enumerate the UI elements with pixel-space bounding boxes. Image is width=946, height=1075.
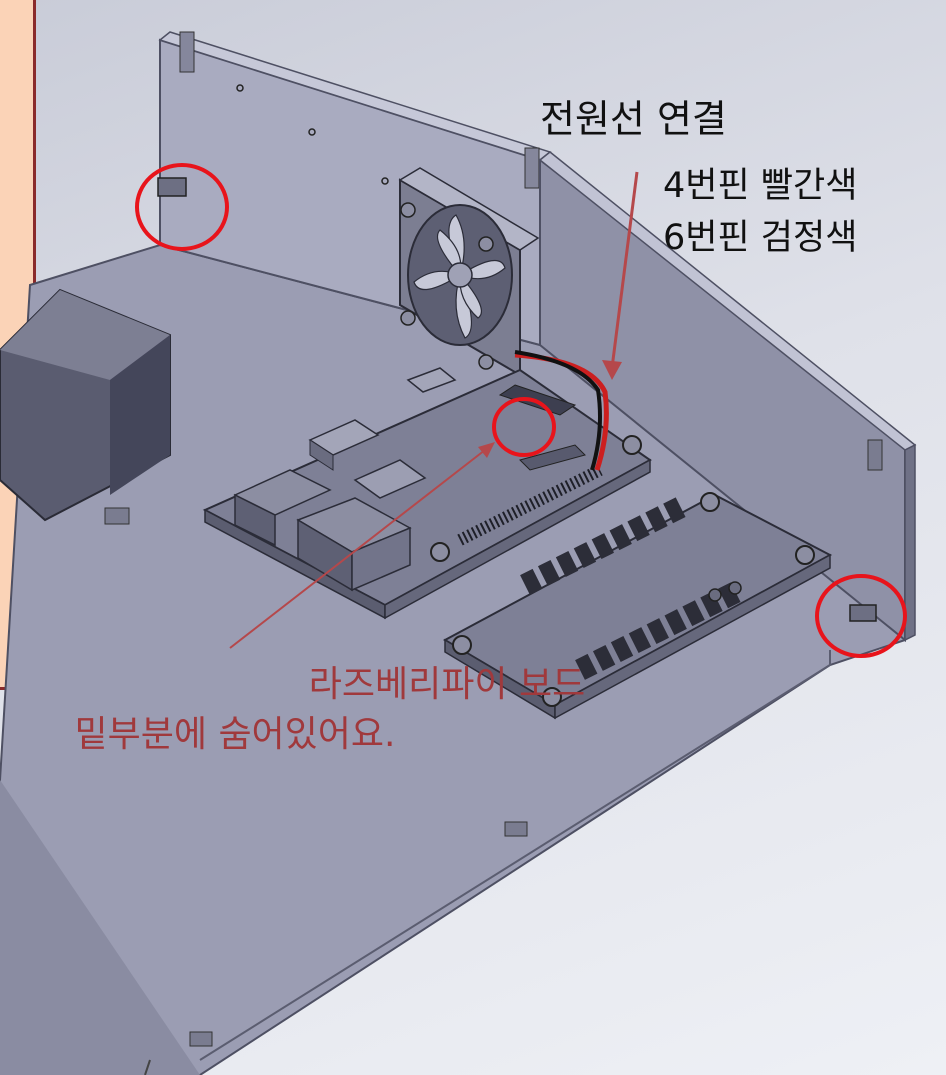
- motor-block: [0, 288, 171, 522]
- mount-clips: [157, 177, 877, 622]
- power-wires: [514, 350, 609, 471]
- pin6-label: 6번핀 검정색: [663, 218, 858, 258]
- hidden-part-note-line1: 라즈베리파이 보드: [308, 664, 586, 705]
- fan-icon: [398, 167, 540, 377]
- connector-board: [442, 492, 833, 720]
- power-connection-label: 전원선 연결: [540, 97, 727, 141]
- highlight-circles: [135, 163, 907, 658]
- side-wall: [538, 151, 917, 643]
- hidden-part-note-line2: 밑부분에 숨어있어요.: [74, 714, 396, 755]
- pin4-label: 4번핀 빨간색: [663, 166, 858, 206]
- annotation-arrows: [229, 171, 639, 649]
- raspberry-pi-board: [202, 367, 652, 620]
